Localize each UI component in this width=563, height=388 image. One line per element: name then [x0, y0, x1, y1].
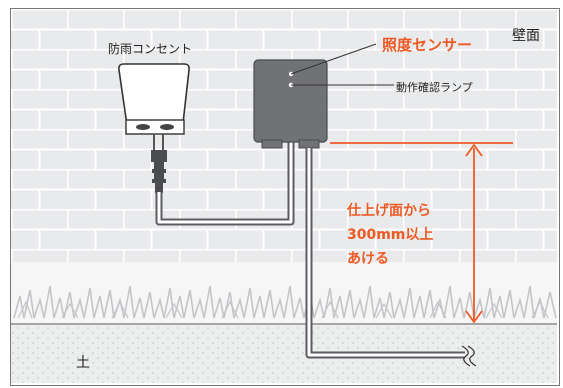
height-dimension-arrow [465, 143, 483, 324]
weatherproof-outlet [118, 63, 190, 135]
height-note-line-1: 仕上げ面から [347, 203, 431, 219]
sensor-leader-line [290, 43, 377, 75]
outlet-label: 防雨コンセント [108, 42, 193, 56]
height-note-line-3: あける [347, 251, 389, 267]
soil-label: 土 [76, 355, 90, 371]
height-note-line-2: 300mm以上 [347, 227, 434, 243]
cable-break-mark [461, 345, 471, 367]
wall-label: 壁面 [512, 28, 540, 44]
power-plug [151, 134, 167, 193]
light-sensor-device [253, 59, 328, 149]
diagram-frame [10, 8, 560, 386]
grass [13, 285, 557, 319]
height-note: 仕上げ面から 300mm以上 あける [347, 199, 433, 271]
soil-area [11, 324, 557, 383]
lamp-label: 動作確認ランプ [396, 81, 473, 94]
sensor-label: 照度センサー [382, 36, 473, 54]
